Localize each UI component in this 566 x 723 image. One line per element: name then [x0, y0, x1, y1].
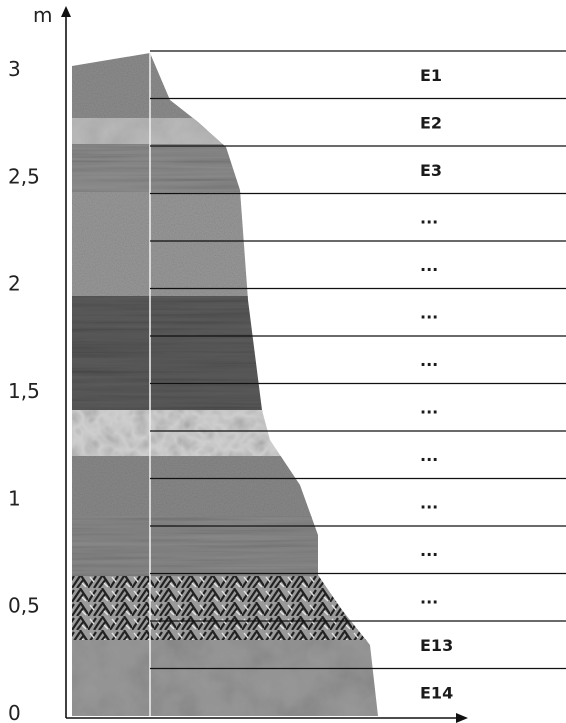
- tick-label-0: 0: [8, 701, 21, 723]
- layer-label-9: ...: [420, 493, 438, 512]
- x-axis-arrow-icon: [456, 713, 468, 723]
- layer-boundary-lines: [150, 50, 566, 670]
- y-axis-arrow-icon: [61, 6, 71, 17]
- rock-unit-e14: [72, 640, 378, 716]
- layer-label-3: ...: [420, 208, 438, 227]
- layer-label-10: ...: [420, 541, 438, 560]
- tick-label-3: 1,5: [8, 379, 40, 403]
- layer-label-13: E14: [420, 683, 453, 702]
- axis-tick-labels: 0 0,5 1 1,5 2 2,5 3: [8, 57, 40, 723]
- tick-label-6: 3: [8, 57, 21, 81]
- layer-label-7: ...: [420, 398, 438, 417]
- rock-unit-speckled: [72, 192, 378, 298]
- layer-label-8: ...: [420, 446, 438, 465]
- vertical-axis: m 0 0,5 1 1,5 2 2,5 3: [8, 3, 468, 723]
- layer-label-4: ...: [420, 256, 438, 275]
- rock-column: [72, 53, 378, 716]
- rock-unit-blotchy: [72, 410, 378, 458]
- rock-unit-laminated: [72, 516, 378, 578]
- layer-label-2: E3: [420, 161, 442, 180]
- axis-unit-label: m: [33, 3, 52, 27]
- layer-label-5: ...: [420, 303, 438, 322]
- rock-unit-speckled-lower: [72, 456, 378, 518]
- tick-label-4: 2: [8, 272, 21, 296]
- rock-unit-herringbone: [72, 576, 378, 642]
- tick-label-1: 0,5: [8, 594, 40, 618]
- rock-unit-laminated-dark: [72, 296, 378, 412]
- layer-label-11: ...: [420, 588, 438, 607]
- rock-unit-e3: [72, 144, 378, 194]
- tick-label-2: 1: [8, 486, 21, 510]
- tick-label-5: 2,5: [8, 164, 40, 188]
- layer-label-6: ...: [420, 351, 438, 370]
- layer-label-12: E13: [420, 636, 453, 655]
- layer-label-1: E2: [420, 113, 442, 132]
- rock-unit-e2: [72, 118, 378, 146]
- layer-label-0: E1: [420, 66, 442, 85]
